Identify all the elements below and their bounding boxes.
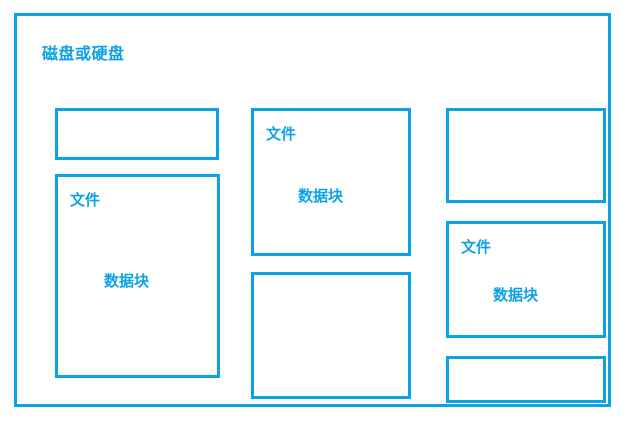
block-right-2[interactable]: 文件 数据块 bbox=[446, 221, 606, 338]
block-right-3[interactable] bbox=[446, 356, 606, 403]
block-left-2[interactable]: 文件 数据块 bbox=[55, 174, 220, 378]
data-block-label: 数据块 bbox=[298, 187, 344, 205]
file-label: 文件 bbox=[461, 238, 492, 256]
block-middle-1[interactable]: 文件 数据块 bbox=[251, 108, 411, 256]
data-block-label: 数据块 bbox=[493, 286, 539, 304]
block-middle-2[interactable] bbox=[251, 272, 411, 399]
data-block-label: 数据块 bbox=[104, 272, 150, 290]
block-left-1[interactable] bbox=[55, 108, 219, 160]
disk-container: 磁盘或硬盘 文件 数据块 文件 数据块 文件 数据块 bbox=[14, 13, 611, 407]
file-label: 文件 bbox=[70, 191, 101, 209]
disk-title: 磁盘或硬盘 bbox=[42, 44, 125, 63]
block-right-1[interactable] bbox=[446, 108, 606, 203]
file-label: 文件 bbox=[266, 125, 297, 143]
